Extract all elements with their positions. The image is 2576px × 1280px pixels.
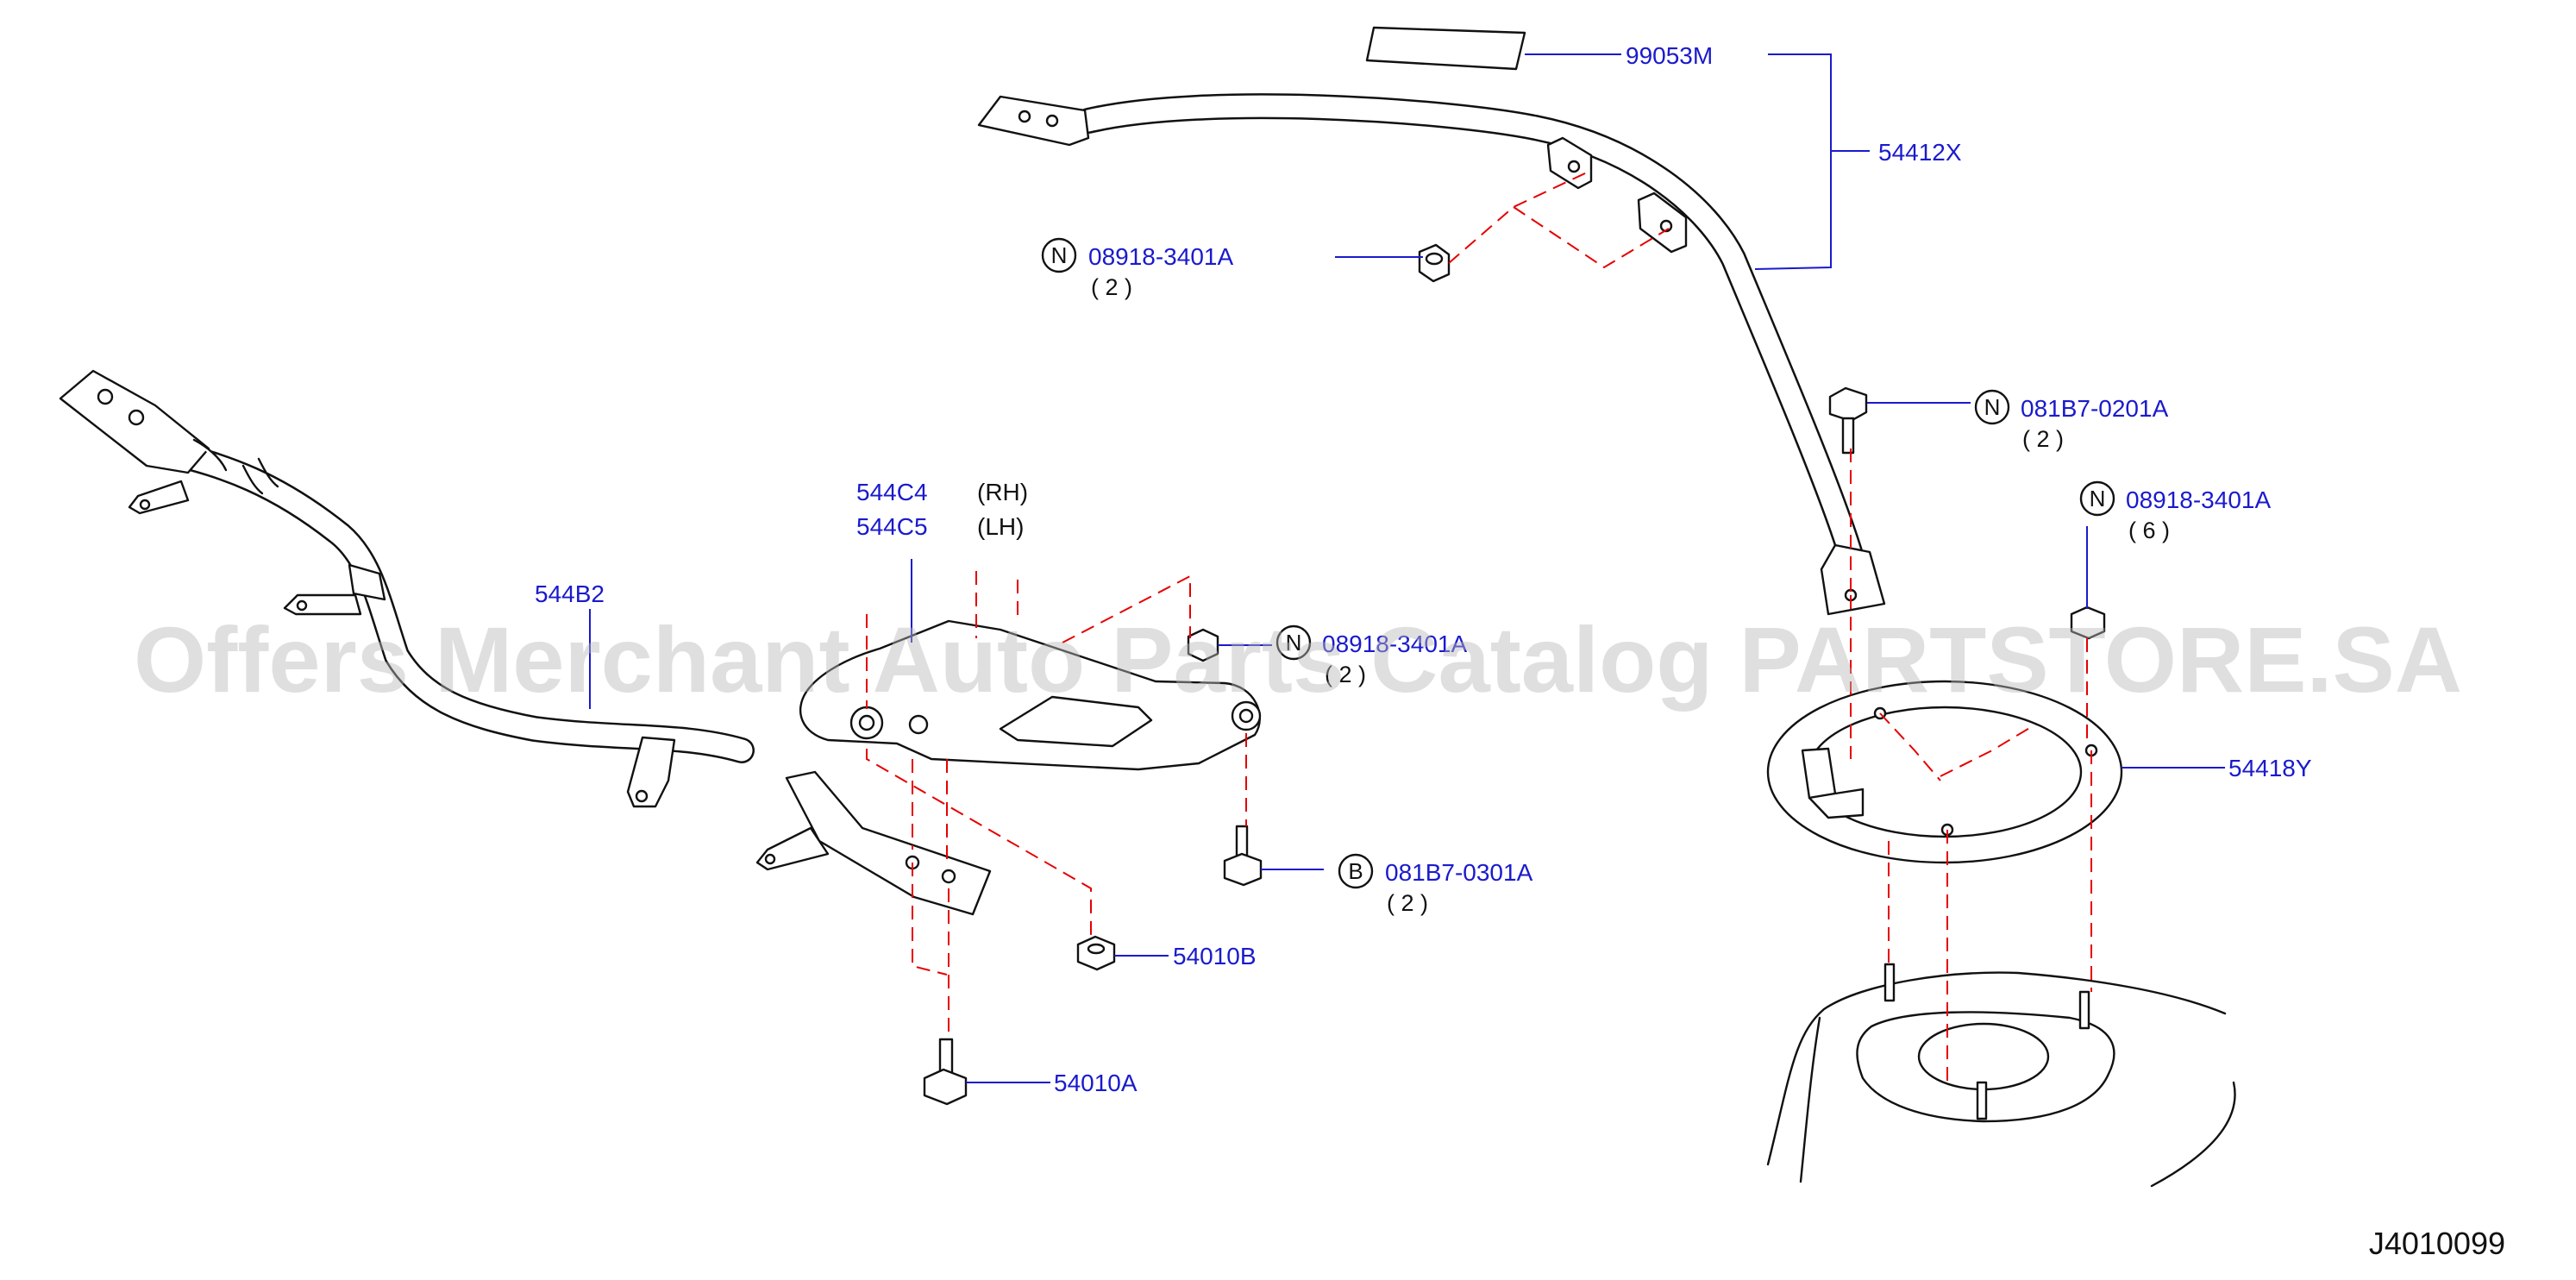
side-544c5: (LH)	[977, 513, 1024, 540]
callout-544c5: 544C5	[856, 513, 928, 540]
callout-544b2: 544B2	[535, 580, 605, 607]
strut-bar-544b2	[59, 369, 992, 916]
marker-n-mid: N	[1286, 630, 1302, 656]
qty-08918-mid: ( 2 )	[1325, 662, 1366, 687]
marker-circle-n-mid	[1275, 624, 1312, 661]
marker-circle-n-0201	[1974, 389, 2010, 425]
marker-circle-b-0301	[1338, 853, 1374, 889]
qty-081b7-0201: ( 2 )	[2022, 426, 2064, 452]
marker-n-top: N	[1051, 242, 1068, 268]
qty-081b7-0301: ( 2 )	[1387, 890, 1428, 916]
diagram-code: J4010099	[2369, 1226, 2505, 1261]
callout-08918-right: 08918-3401A	[2126, 486, 2271, 513]
label-plate-99053m	[1365, 26, 1526, 71]
marker-b-0301: B	[1348, 858, 1363, 884]
nut-08918-mid	[1187, 628, 1219, 662]
watermark: Offers Merchant Auto Parts Catalog PARTS…	[134, 607, 2462, 712]
callout-54412x: 54412X	[1878, 139, 1962, 166]
qty-08918-top: ( 2 )	[1091, 274, 1132, 300]
tower-plate-54418y	[1766, 680, 2123, 864]
marker-n-right: N	[2090, 486, 2106, 511]
strut-bar-54412x	[977, 93, 1886, 616]
callout-08918-mid: 08918-3401A	[1322, 631, 1467, 657]
callout-081b7-0301: 081B7-0301A	[1385, 859, 1533, 886]
nut-54010b	[1076, 935, 1116, 971]
callout-99053m: 99053M	[1626, 42, 1713, 69]
bolt-081b7-0301	[1223, 825, 1263, 887]
nut-08918-top	[1418, 243, 1451, 283]
qty-08918-right: ( 6 )	[2128, 518, 2170, 543]
bracket-544c4-544c5	[799, 619, 1262, 771]
side-544c4: (RH)	[977, 479, 1028, 505]
bolt-54010a	[923, 1038, 968, 1106]
marker-circle-n-top	[1041, 237, 1077, 273]
callout-54010b: 54010B	[1173, 943, 1257, 969]
leader-lines	[589, 53, 2225, 1083]
callout-08918-top: 08918-3401A	[1088, 243, 1233, 270]
assembly-lines	[866, 172, 2092, 1082]
body-strut-tower	[1766, 963, 2236, 1188]
bolt-081b7-0201	[1828, 386, 1868, 455]
callout-544c4: 544C4	[856, 479, 928, 505]
callout-54010a: 54010A	[1054, 1070, 1138, 1096]
callout-54418y: 54418Y	[2228, 755, 2312, 781]
marker-n-0201: N	[1984, 394, 2001, 420]
marker-circle-n-right	[2079, 480, 2115, 517]
callout-081b7-0201: 081B7-0201A	[2021, 395, 2169, 422]
